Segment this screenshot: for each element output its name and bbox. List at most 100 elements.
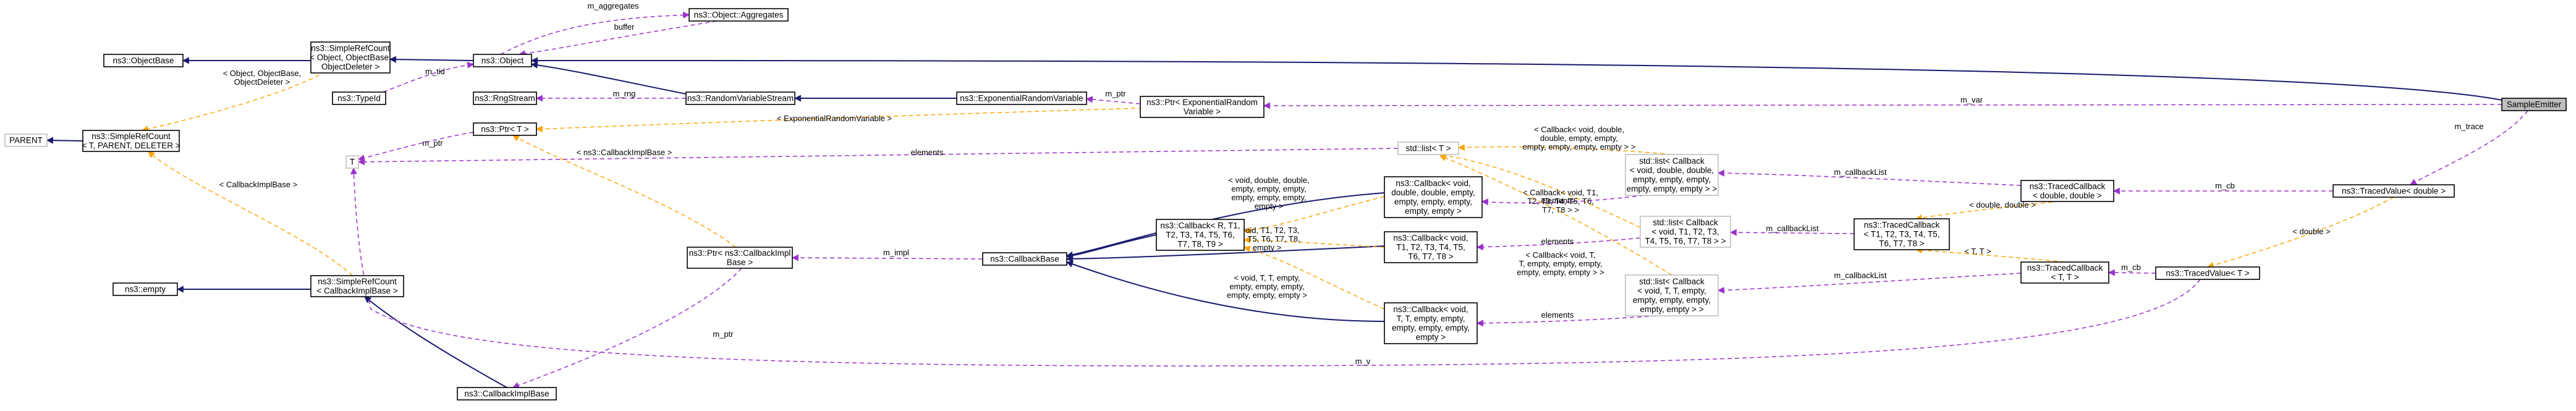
class-node-traced-value-t[interactable]: ns3::TracedValue< T >	[2155, 266, 2260, 280]
edge-label-m-callbackList-1: m_callbackList	[1834, 167, 1887, 177]
template-edge-srct-srccb	[148, 151, 353, 276]
template-edge-stdlist-tt	[1439, 155, 1672, 276]
class-node-label: ns3::TracedCallback	[2027, 263, 2103, 273]
class-node-label: empty >	[1416, 333, 1446, 342]
class-node-label: std::list< Callback	[1653, 218, 1718, 227]
class-node-label: T2, T3, T4, T5, T6,	[1166, 231, 1235, 240]
class-node-simple-ref-count-cbimpl[interactable]: ns3::SimpleRefCount< CallbackImplBase >	[310, 275, 404, 297]
class-node-label: ns3::SimpleRefCount	[91, 132, 171, 141]
class-node-traced-cb-double[interactable]: ns3::TracedCallback< double, double >	[2020, 180, 2114, 202]
template-edge-ptrt-ptrexp	[535, 106, 1203, 133]
class-node-std-list-cb-double[interactable]: std::list< Callback< void, double, doubl…	[1625, 154, 1719, 196]
class-node-callback-impl-base[interactable]: ns3::CallbackImplBase	[457, 387, 557, 400]
inheritance-edge-cbvt-cbbase	[1066, 261, 1385, 322]
edge-label-text: elements	[1541, 196, 1574, 205]
edge-label-text: < Object, ObjectBase,	[223, 69, 302, 78]
class-node-label: < void, double, double,	[1630, 166, 1714, 175]
edge-label-list-tt-tmpl: < Callback< void, T,T, empty, empty, emp…	[1517, 250, 1604, 277]
usage-edge-m-trace	[2410, 110, 2528, 185]
class-node-callback-base[interactable]: ns3::CallbackBase	[982, 252, 1067, 266]
class-node-label: < void, T, T, empty,	[1637, 286, 1706, 295]
class-node-object-base[interactable]: ns3::ObjectBase	[103, 54, 184, 67]
class-node-object-aggregates[interactable]: ns3::Object::Aggregates	[688, 8, 789, 22]
class-node-type-id[interactable]: ns3::TypeId	[332, 91, 386, 105]
edge-label-text: elements	[1541, 310, 1574, 320]
class-node-label: std::list< T >	[1405, 144, 1451, 153]
class-node-std-list-cb-t1[interactable]: std::list< Callback< void, T1, T2, T3,T4…	[1640, 216, 1731, 248]
usage-edge-m-var	[1263, 102, 2502, 109]
class-node-exponential-rv[interactable]: ns3::ExponentialRandomVariable	[956, 91, 1087, 105]
edge-label-text: buffer	[614, 22, 635, 32]
class-node-label: std::list< Callback	[1639, 156, 1705, 166]
edge-label-text: empty, empty, empty,	[1229, 282, 1304, 291]
class-node-label: ns3::Ptr< ExponentialRandom	[1146, 98, 1258, 107]
class-node-ptr-exponential[interactable]: ns3::Ptr< ExponentialRandomVariable >	[1140, 96, 1265, 118]
edge-label-elements-1: elements	[1541, 196, 1574, 205]
class-node-label: ns3::Ptr< T >	[481, 125, 529, 134]
edge-label-elements-top: elements	[911, 148, 944, 157]
class-node-rng-stream[interactable]: ns3::RngStream	[473, 91, 537, 105]
edge-label-list-t1-tmpl: < Callback< void, T1,T2, T3, T4, T5, T6,…	[1523, 188, 1598, 214]
class-node-parent[interactable]: PARENT	[4, 133, 48, 147]
edge-label-m-var: m_var	[1960, 95, 1983, 104]
edge-label-text: T7, T8 > >	[1542, 205, 1579, 214]
edge-label-text: empty >	[1253, 243, 1282, 252]
class-node-ptr-cbimpl[interactable]: ns3::Ptr< ns3::CallbackImplBase >	[687, 247, 793, 269]
edge-label-text: m_aggregates	[587, 1, 639, 11]
edge-label-cb-void-t1-tmpl: < void, T1, T2, T3,T4, T5, T6, T7, T8,em…	[1234, 226, 1300, 252]
class-node-label: empty, empty, empty > >	[1627, 184, 1718, 193]
edge-label-m-ptr-t: m_ptr	[422, 138, 443, 148]
usage-edge-elements-3	[1476, 315, 1657, 327]
edge-label-text: < double, double >	[1969, 200, 2036, 210]
class-node-random-variable-stream[interactable]: ns3::RandomVariableStream	[685, 91, 795, 105]
class-node-simple-ref-count-t[interactable]: ns3::SimpleRefCount< T, PARENT, DELETER …	[82, 130, 180, 152]
edge-label-m-ptr-exp: m_ptr	[1105, 89, 1126, 98]
class-node-callback-r-t[interactable]: ns3::Callback< R, T1,T2, T3, T4, T5, T6,…	[1156, 219, 1245, 251]
class-node-sample-emitter[interactable]: SampleEmitter	[2501, 98, 2567, 111]
usage-edge-m-aggregates	[500, 11, 690, 55]
edge-label-text: m_v	[1355, 357, 1371, 366]
class-node-label: < double, double >	[2033, 191, 2102, 200]
class-node-traced-value-double[interactable]: ns3::TracedValue< double >	[2332, 184, 2455, 198]
edge-label-text: empty, empty, empty,	[1231, 193, 1306, 202]
edge-label-text: elements	[1541, 237, 1574, 246]
class-node-label: ns3::empty	[125, 285, 166, 294]
template-edge-srct-srcobj	[141, 54, 350, 133]
edge-label-m-tid: m_tid	[425, 67, 445, 76]
class-node-empty[interactable]: ns3::empty	[112, 282, 178, 296]
template-edge-stdlist-double	[1457, 144, 1672, 155]
edge-label-text: T2, T3, T4, T5, T6,	[1527, 197, 1593, 206]
edge-label-text: < void, T1, T2, T3,	[1234, 226, 1299, 235]
edge-label-text: empty, empty, empty, empty > >	[1523, 142, 1636, 151]
class-node-callback-void-t1[interactable]: ns3::Callback< void,T1, T2, T3, T4, T5,T…	[1384, 231, 1478, 263]
class-node-t[interactable]: T	[345, 155, 359, 169]
class-node-simple-ref-count-obj[interactable]: ns3::SimpleRefCount< Object, ObjectBase,…	[310, 41, 391, 74]
edge-label-m-callbackList-3: m_callbackList	[1834, 271, 1887, 280]
usage-edge-elements-1	[1481, 195, 1645, 206]
class-node-label: empty, empty > >	[1640, 305, 1703, 314]
edge-label-double-double-tmpl: < double, double >	[1969, 200, 2036, 210]
class-node-std-list-t[interactable]: std::list< T >	[1397, 142, 1459, 155]
edge-label-text: empty, empty, empty >	[1227, 290, 1307, 300]
edge-label-text: m_trace	[2455, 122, 2484, 131]
template-edge-tcb-tt	[1915, 247, 2065, 263]
class-node-callback-void-tt[interactable]: ns3::Callback< void,T, T, empty, empty,e…	[1384, 302, 1478, 344]
class-node-label: ns3::TypeId	[337, 94, 381, 103]
usage-edge-m-ptr-exp	[1085, 96, 1141, 104]
inheritance-edge-rvs-object	[530, 61, 687, 95]
class-node-label: < T, PARENT, DELETER >	[82, 141, 180, 150]
class-node-callback-void-double[interactable]: ns3::Callback< void,double, double, empt…	[1384, 176, 1483, 218]
class-node-object[interactable]: ns3::Object	[473, 54, 532, 67]
class-node-label: Variable >	[1184, 107, 1221, 116]
class-node-traced-cb-tt[interactable]: ns3::TracedCallback< T, T >	[2020, 261, 2109, 284]
class-node-label: < CallbackImplBase >	[316, 286, 397, 295]
template-edge-cbrt-cbvt	[1243, 245, 1385, 310]
edge-label-exp-tmpl: < ExponentialRandomVariable >	[777, 114, 892, 123]
class-node-std-list-cb-tt[interactable]: std::list< Callback< void, T, T, empty,e…	[1625, 274, 1719, 316]
class-node-ptr-t[interactable]: ns3::Ptr< T >	[473, 122, 537, 136]
class-node-label: ns3::RandomVariableStream	[687, 94, 794, 103]
usage-edge-m-callbacklist-1	[1717, 169, 2022, 186]
class-node-traced-cb-t1[interactable]: ns3::TracedCallback< T1, T2, T3, T4, T5,…	[1854, 218, 1950, 250]
usage-edge-m-ptr-t	[357, 132, 474, 161]
